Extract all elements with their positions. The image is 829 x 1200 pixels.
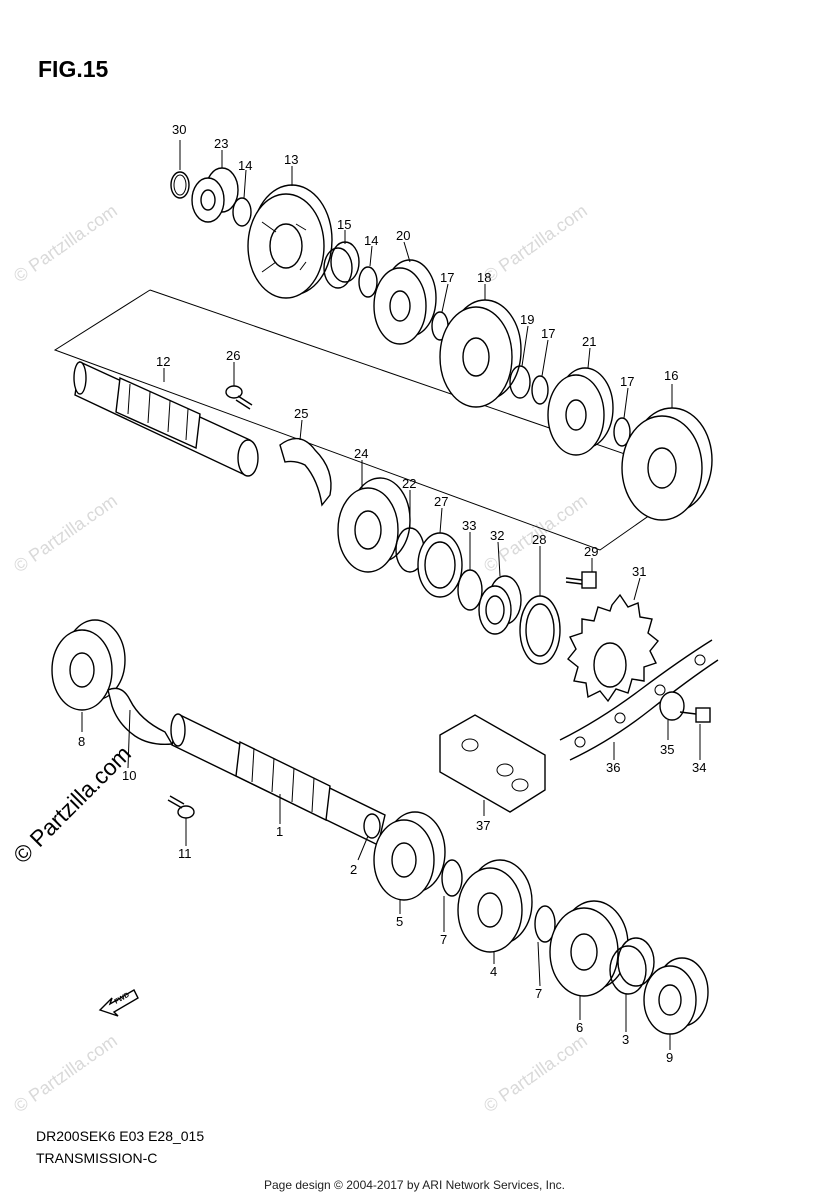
part-bolt-29[interactable] — [565, 571, 597, 589]
part-bolt-34[interactable] — [679, 707, 711, 723]
part-plate-28[interactable] — [519, 595, 561, 665]
part-main-shaft-1[interactable] — [170, 713, 386, 847]
callout-26[interactable]: 26 — [226, 348, 240, 363]
callout-19[interactable]: 19 — [520, 312, 534, 327]
callout-31[interactable]: 31 — [632, 564, 646, 579]
callout-10[interactable]: 10 — [122, 768, 136, 783]
callout-1[interactable]: 1 — [276, 824, 283, 839]
callout-14[interactable]: 14 — [364, 233, 378, 248]
part-circlip-30[interactable] — [170, 171, 190, 199]
part-screw-11[interactable] — [167, 795, 195, 819]
part-sprocket-31[interactable] — [567, 593, 659, 703]
callout-23[interactable]: 23 — [214, 136, 228, 151]
part-bearing-24[interactable] — [337, 477, 411, 573]
callout-17[interactable]: 17 — [440, 270, 454, 285]
part-chain-36[interactable] — [559, 639, 719, 761]
callout-28[interactable]: 28 — [532, 532, 546, 547]
part-spacer-32[interactable] — [478, 575, 522, 635]
callout-17[interactable]: 17 — [620, 374, 634, 389]
figure-label: FIG.15 — [38, 56, 109, 82]
callout-32[interactable]: 32 — [490, 528, 504, 543]
part-circlip-7b[interactable] — [534, 905, 556, 943]
part-circlip-17b[interactable] — [531, 375, 549, 405]
callout-12[interactable]: 12 — [156, 354, 170, 369]
callout-15[interactable]: 15 — [337, 217, 351, 232]
callout-18[interactable]: 18 — [477, 270, 491, 285]
callout-37[interactable]: 37 — [476, 818, 490, 833]
callout-7[interactable]: 7 — [535, 986, 542, 1001]
part-circlip-17c[interactable] — [613, 417, 631, 447]
callout-24[interactable]: 24 — [354, 446, 368, 461]
callout-35[interactable]: 35 — [660, 742, 674, 757]
callout-labels: 30 23 14 13 15 14 20 17 18 19 17 21 17 1… — [78, 122, 706, 1065]
assembly-outline — [53, 289, 702, 551]
callout-29[interactable]: 29 — [584, 544, 598, 559]
part-washer-14b[interactable] — [358, 266, 378, 298]
callout-13[interactable]: 13 — [284, 152, 298, 167]
part-gear-16[interactable] — [621, 407, 713, 521]
callout-27[interactable]: 27 — [434, 494, 448, 509]
part-gear-6[interactable] — [549, 900, 629, 997]
callout-9[interactable]: 9 — [666, 1050, 673, 1065]
diagram-name: TRANSMISSION-C — [36, 1150, 158, 1166]
part-bearing-23[interactable] — [191, 167, 239, 223]
part-circlip-7a[interactable] — [441, 859, 463, 897]
callout-2[interactable]: 2 — [350, 862, 357, 877]
callout-25[interactable]: 25 — [294, 406, 308, 421]
part-gear-18[interactable] — [439, 299, 522, 408]
part-screw-26[interactable] — [225, 385, 253, 410]
page-footer: Page design © 2004-2017 by ARI Network S… — [263, 1178, 565, 1192]
part-plate-25[interactable] — [279, 437, 332, 507]
part-gear-13[interactable] — [247, 184, 333, 299]
part-washer-19[interactable] — [509, 365, 531, 399]
callout-36[interactable]: 36 — [606, 760, 620, 775]
callout-30[interactable]: 30 — [172, 122, 186, 137]
callout-34[interactable]: 34 — [692, 760, 706, 775]
callout-5[interactable]: 5 — [396, 914, 403, 929]
forward-arrow-icon: FWD — [98, 989, 139, 1017]
part-bearing-8[interactable] — [51, 619, 126, 711]
callout-17[interactable]: 17 — [541, 326, 555, 341]
callout-8[interactable]: 8 — [78, 734, 85, 749]
callout-7[interactable]: 7 — [440, 932, 447, 947]
part-shaft-12[interactable] — [73, 360, 259, 477]
part-joint-set-37[interactable] — [439, 714, 546, 813]
part-gear-5[interactable] — [373, 811, 446, 901]
callout-21[interactable]: 21 — [582, 334, 596, 349]
part-plate-10[interactable] — [107, 687, 174, 746]
callout-22[interactable]: 22 — [402, 476, 416, 491]
part-needle-bearing-3[interactable] — [609, 937, 655, 995]
callout-3[interactable]: 3 — [622, 1032, 629, 1047]
callout-16[interactable]: 16 — [664, 368, 678, 383]
callout-14[interactable]: 14 — [238, 158, 252, 173]
callout-6[interactable]: 6 — [576, 1020, 583, 1035]
callout-4[interactable]: 4 — [490, 964, 497, 979]
callout-20[interactable]: 20 — [396, 228, 410, 243]
part-gear-21[interactable] — [547, 367, 614, 456]
part-spacer-2[interactable] — [363, 813, 381, 839]
part-seal-27[interactable] — [417, 532, 463, 598]
diagram-code: DR200SEK6 E03 E28_015 — [36, 1128, 205, 1144]
part-o-ring-33[interactable] — [457, 569, 483, 611]
callout-11[interactable]: 11 — [178, 846, 192, 861]
part-gear-20[interactable] — [373, 259, 437, 345]
callout-33[interactable]: 33 — [462, 518, 476, 533]
leader-lines — [81, 140, 701, 1050]
part-bearing-9[interactable] — [643, 957, 709, 1035]
part-washer-35[interactable] — [659, 691, 685, 721]
part-gear-4[interactable] — [457, 859, 533, 953]
part-washer-14[interactable] — [232, 197, 252, 227]
